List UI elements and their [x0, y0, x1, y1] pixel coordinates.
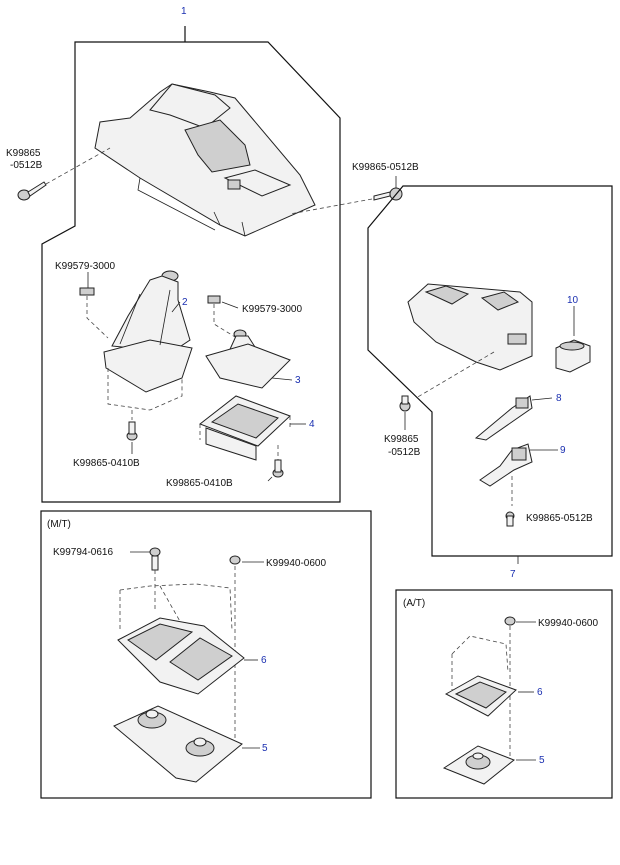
- automatic-transmission-frame: [395, 589, 613, 799]
- trim-panel: [479, 443, 533, 487]
- manual-section-title: (M/T): [47, 519, 71, 530]
- clip-b: [207, 295, 221, 304]
- mt-boot-retainer: [117, 617, 245, 695]
- manual-transmission-frame: [40, 510, 372, 799]
- bolt-0410b-a: [126, 421, 138, 441]
- screw-left: [17, 181, 47, 201]
- callout-9: 9: [560, 445, 566, 456]
- label-k99865-0512b-right: K99865-0512B: [352, 162, 419, 173]
- callout-5-mt: 5: [262, 743, 268, 754]
- cup-holder-insert: [555, 339, 591, 373]
- at-boot-base: [442, 745, 515, 785]
- label-k99865-left: K99865: [6, 148, 41, 159]
- callout-4: 4: [309, 419, 315, 430]
- mt-boot-base: [113, 705, 243, 783]
- screw-c: [399, 395, 411, 412]
- screw-right: [373, 187, 403, 201]
- bolt-0616: [149, 547, 161, 571]
- trim-bracket: [474, 395, 533, 441]
- label-k99579-3000-b: K99579-3000: [242, 304, 302, 315]
- rear-console: [407, 283, 533, 371]
- callout-10: 10: [567, 295, 579, 306]
- label-k99865-c: K99865: [384, 434, 419, 445]
- clip-a: [79, 287, 95, 296]
- callout-7: 7: [510, 569, 516, 580]
- group-1-frame: [41, 26, 341, 503]
- boot-retainer: [198, 395, 291, 461]
- callout-3: 3: [295, 375, 301, 386]
- screw-d: [505, 511, 515, 527]
- at-boot-retainer: [444, 675, 517, 717]
- label-0512b-c: -0512B: [388, 447, 421, 458]
- bolt-0410b-b: [272, 459, 284, 478]
- callout-5-at: 5: [539, 755, 545, 766]
- label-0512b-left: -0512B: [10, 160, 43, 171]
- label-k99865-0410b-a: K99865-0410B: [73, 458, 140, 469]
- callout-6-at: 6: [537, 687, 543, 698]
- automatic-section-title: (A/T): [403, 598, 425, 609]
- callout-6-mt: 6: [261, 655, 267, 666]
- callout-2: 2: [182, 297, 188, 308]
- group-7-frame: [367, 185, 613, 557]
- callout-8: 8: [556, 393, 562, 404]
- center-console: [94, 83, 316, 237]
- callout-1: 1: [181, 6, 187, 17]
- label-k99940-0600-at: K99940-0600: [538, 618, 598, 629]
- label-k99579-3000-a: K99579-3000: [55, 261, 115, 272]
- label-k99865-0512b-d: K99865-0512B: [526, 513, 593, 524]
- nut-0600-at: [504, 616, 516, 626]
- label-k99794-0616: K99794-0616: [53, 547, 113, 558]
- shift-boot-small: [205, 329, 291, 389]
- label-k99865-0410b-b: K99865-0410B: [166, 478, 233, 489]
- shift-boot: [103, 270, 193, 393]
- nut-0600-mt: [229, 555, 241, 565]
- label-k99940-0600-mt: K99940-0600: [266, 558, 326, 569]
